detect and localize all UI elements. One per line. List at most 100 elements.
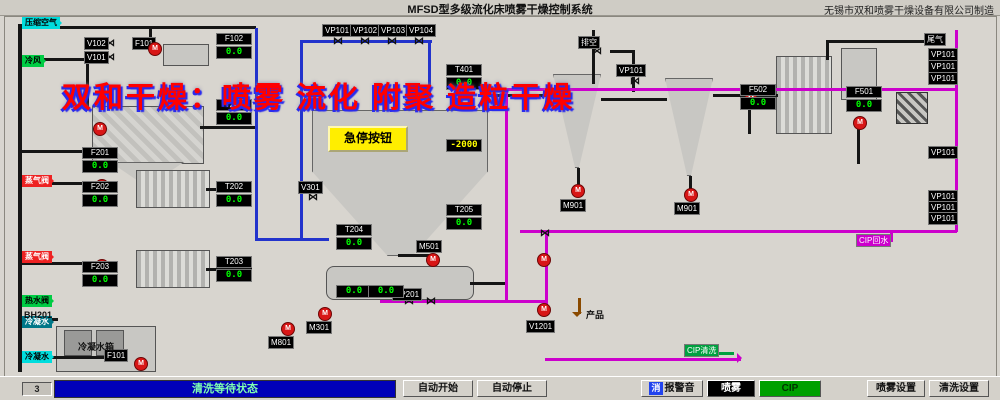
tag-label: M501 bbox=[416, 240, 443, 253]
pipe-segment bbox=[200, 126, 256, 129]
equipment-hatch bbox=[896, 92, 928, 124]
valve-icon[interactable]: ⋈ bbox=[404, 296, 414, 307]
pump-icon[interactable]: M bbox=[537, 303, 551, 317]
display-value: 0.0 bbox=[82, 274, 118, 287]
pump-icon[interactable]: M bbox=[318, 307, 332, 321]
pump-icon[interactable]: M bbox=[93, 122, 107, 136]
vendor-watermark: 双和干燥：喷雾 流化 附聚 造粒干燥 bbox=[62, 82, 576, 114]
display-tag-label: T202 bbox=[216, 181, 252, 193]
valve-icon[interactable]: ⋈ bbox=[592, 46, 602, 57]
pipe-segment bbox=[18, 58, 90, 61]
value-display: -2000 bbox=[446, 138, 482, 152]
valve-icon[interactable]: ⋈ bbox=[387, 36, 397, 47]
flow-direction-icon bbox=[49, 252, 59, 262]
pipe-segment bbox=[428, 43, 431, 111]
tag-label: VP101 bbox=[928, 72, 959, 85]
pump-icon[interactable]: M bbox=[281, 322, 295, 336]
valve-icon[interactable]: ⋈ bbox=[360, 36, 370, 47]
pipe-segment bbox=[18, 26, 256, 29]
tag-label: M901 bbox=[560, 199, 587, 212]
spray-settings-button[interactable]: 喷雾设置 bbox=[867, 380, 925, 397]
manufacturer-label: 无锡市双和喷雾干燥设备有限公司制造 bbox=[824, 6, 994, 17]
pipe-segment bbox=[955, 30, 958, 232]
emergency-stop-button[interactable]: 急停按钮 bbox=[328, 126, 408, 152]
spray-button[interactable]: 喷雾 bbox=[707, 380, 755, 397]
display-tag-label: T204 bbox=[336, 224, 372, 236]
valve-icon[interactable]: ⋈ bbox=[540, 228, 550, 239]
display-value: 0.0 bbox=[446, 77, 482, 90]
display-value: 0.0 bbox=[846, 99, 882, 112]
auto-stop-button[interactable]: 自动停止 bbox=[477, 380, 547, 397]
text-label: 冷凝水箱 bbox=[78, 342, 115, 352]
valve-icon[interactable]: ⋈ bbox=[333, 36, 343, 47]
display-value: 0.0 bbox=[368, 285, 404, 298]
display-value: 0.0 bbox=[336, 237, 372, 250]
tag-label: VP102 bbox=[350, 24, 381, 37]
pipe-segment bbox=[689, 176, 692, 190]
valve-icon[interactable]: ⋈ bbox=[105, 38, 115, 49]
display-value: -2000 bbox=[446, 139, 482, 152]
valve-icon[interactable]: ⋈ bbox=[308, 192, 318, 203]
display-tag-label: F201 bbox=[82, 147, 118, 159]
flow-direction-icon bbox=[57, 18, 67, 28]
pipe-segment bbox=[18, 262, 84, 265]
tag-label: VP101 bbox=[928, 146, 959, 159]
flow-direction-icon bbox=[41, 56, 51, 66]
flow-source-tag: 热水阀 bbox=[22, 295, 54, 307]
flow-direction-icon bbox=[49, 176, 59, 186]
valve-icon[interactable]: ⋈ bbox=[630, 76, 640, 87]
text-label: 产品 bbox=[586, 310, 605, 320]
pump-icon[interactable]: M bbox=[134, 357, 148, 371]
pipe-segment bbox=[748, 106, 751, 134]
tag-label: 排空 bbox=[578, 36, 600, 49]
display-tag-label: F203 bbox=[82, 261, 118, 273]
pump-icon[interactable]: M bbox=[426, 253, 440, 267]
cip-button[interactable]: CIP bbox=[759, 380, 821, 397]
pipe-segment bbox=[601, 98, 667, 101]
value-display: 0.0 bbox=[368, 284, 404, 298]
clean-settings-button[interactable]: 清洗设置 bbox=[929, 380, 989, 397]
pipe-segment bbox=[592, 30, 595, 84]
display-tag-label: F102 bbox=[216, 33, 252, 45]
pump-icon[interactable]: M bbox=[853, 116, 867, 130]
pipe-segment bbox=[18, 24, 22, 372]
pipe-segment bbox=[826, 40, 928, 43]
pipe-segment bbox=[255, 238, 329, 241]
pump-icon[interactable]: M bbox=[148, 42, 162, 56]
flow-source-tag: 冷风 bbox=[22, 55, 46, 67]
valve-icon[interactable]: ⋈ bbox=[414, 36, 424, 47]
flow-source-tag: 蒸气阀 bbox=[22, 251, 54, 263]
display-tag-label: T201 bbox=[216, 99, 252, 111]
equipment-fins bbox=[136, 250, 210, 288]
pump-icon[interactable]: M bbox=[537, 253, 551, 267]
pipe-segment bbox=[545, 358, 741, 361]
pipe-segment bbox=[520, 230, 957, 233]
alarm-mute-button[interactable]: 消报警音 bbox=[641, 380, 703, 397]
tag-label: CIP清洗 bbox=[684, 344, 720, 357]
pipe-segment bbox=[577, 168, 580, 188]
tag-label: VP101 bbox=[322, 24, 353, 37]
tag-label: V101 bbox=[84, 51, 109, 64]
display-value: 0.0 bbox=[82, 194, 118, 207]
valve-icon[interactable]: ⋈ bbox=[105, 52, 115, 63]
pump-icon[interactable]: M bbox=[684, 188, 698, 202]
display-value: 0.0 bbox=[216, 194, 252, 207]
pipe-segment bbox=[380, 300, 547, 303]
pump-icon[interactable]: M bbox=[571, 184, 585, 198]
display-value: 0.0 bbox=[216, 112, 252, 125]
pipe-segment bbox=[18, 150, 84, 153]
valve-icon[interactable]: ⋈ bbox=[426, 296, 436, 307]
flow-source-tag: 冷凝水 bbox=[22, 351, 54, 363]
display-tag-label: T401 bbox=[446, 64, 482, 76]
auto-start-button[interactable]: 自动开始 bbox=[403, 380, 473, 397]
equipment-rectd bbox=[64, 330, 92, 356]
pipe-segment bbox=[86, 58, 89, 108]
flow-source-tag: 冷凝水 bbox=[22, 316, 54, 328]
